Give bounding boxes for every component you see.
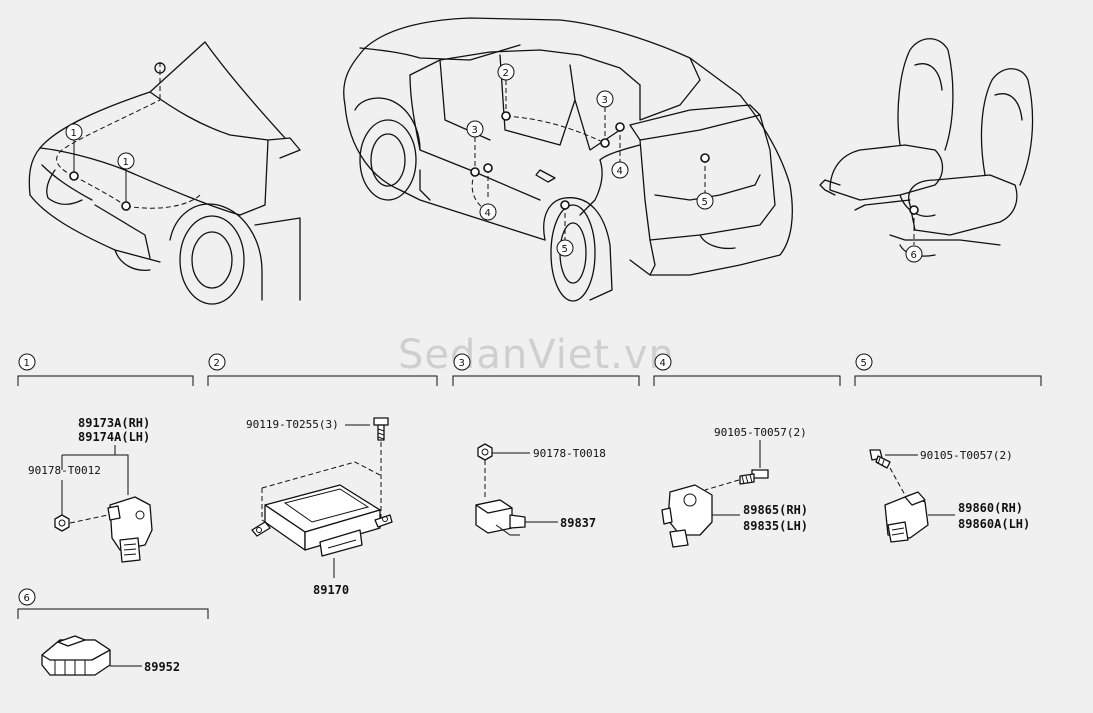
section-6-number: 6 <box>24 593 30 604</box>
section-1-front-sensor: 89173A(RH) 89174A(LH) 90178-T0012 <box>28 416 153 563</box>
section-6-occupant-sensor: 89952 <box>41 635 180 676</box>
section-header-2: 2 <box>207 353 438 386</box>
part-number-89174A: 89174A(LH) <box>78 430 150 444</box>
section-5-rear-sensor: 90105-T0057(2) 89860(RH) 89860A(LH) <box>869 449 1030 543</box>
callout-4-label: 4 <box>485 208 491 219</box>
fastener-90105-T0057-s5: 90105-T0057(2) <box>920 449 1013 462</box>
section-4-side-sensor: 90105-T0057(2) 89865(RH) 89835(LH) <box>661 426 808 548</box>
side-airbag-sensor-icon <box>667 484 713 536</box>
callout-2-label: 2 <box>503 68 509 79</box>
section-header-3: 3 <box>452 353 640 386</box>
part-number-89170: 89170 <box>313 583 349 597</box>
callout-1-label: 1 <box>71 128 77 139</box>
part-number-89837: 89837 <box>560 516 596 530</box>
callout-3-circle <box>596 90 614 108</box>
section-header-4: 4 <box>653 353 841 386</box>
callout-2-circle <box>497 63 515 81</box>
section-2-number: 2 <box>214 358 220 369</box>
front-impact-sensor-icon <box>109 496 153 551</box>
section-2-airbag-ecu: 90119-T0255(3) 89170 <box>246 417 393 597</box>
callout-5-label: 5 <box>702 197 708 208</box>
bolt-icon <box>373 417 389 426</box>
fastener-90178-T0012: 90178-T0012 <box>28 464 101 477</box>
section-header-5: 5 <box>854 353 1042 386</box>
part-number-89865: 89865(RH) <box>743 503 808 517</box>
fastener-90178-T0018: 90178-T0018 <box>533 447 606 460</box>
front-car-illustration: 1 1 <box>28 41 301 305</box>
callout-4-label: 4 <box>617 166 623 177</box>
callout-4-circle <box>479 203 497 221</box>
section-header-1: 1 <box>17 353 194 386</box>
part-number-89173A: 89173A(RH) <box>78 416 150 430</box>
section-1-number: 1 <box>24 358 30 369</box>
section-3-number: 3 <box>459 358 465 369</box>
callout-4-circle <box>611 161 629 179</box>
section-header-6: 6 <box>17 588 209 619</box>
seat-illustration: 6 <box>819 38 1034 263</box>
part-number-89835: 89835(LH) <box>743 519 808 533</box>
part-number-89860A: 89860A(LH) <box>958 517 1030 531</box>
callout-5-circle <box>696 192 714 210</box>
callout-3-label: 3 <box>472 125 478 136</box>
nut-icon <box>54 514 70 532</box>
nut-icon <box>477 443 493 461</box>
callout-5-label: 5 <box>562 244 568 255</box>
callout-6-label: 6 <box>911 250 917 261</box>
part-number-89952: 89952 <box>144 660 180 674</box>
callout-6-circle <box>905 245 923 263</box>
watermark-text: SedanViet.vn <box>398 332 675 378</box>
section-4-number: 4 <box>660 358 666 369</box>
section-3-side-sensor: 90178-T0018 89837 <box>475 443 606 536</box>
callout-3-label: 3 <box>602 95 608 106</box>
callout-3-circle <box>466 120 484 138</box>
part-number-89860: 89860(RH) <box>958 501 1023 515</box>
suv-rear-illustration: 2 3 3 4 4 5 5 <box>343 17 793 302</box>
fastener-90119-T0255: 90119-T0255(3) <box>246 418 339 431</box>
section-5-number: 5 <box>861 358 867 369</box>
callout-5-circle <box>556 239 574 257</box>
fastener-90105-T0057-s4: 90105-T0057(2) <box>714 426 807 439</box>
callout-1-label: 1 <box>123 157 129 168</box>
